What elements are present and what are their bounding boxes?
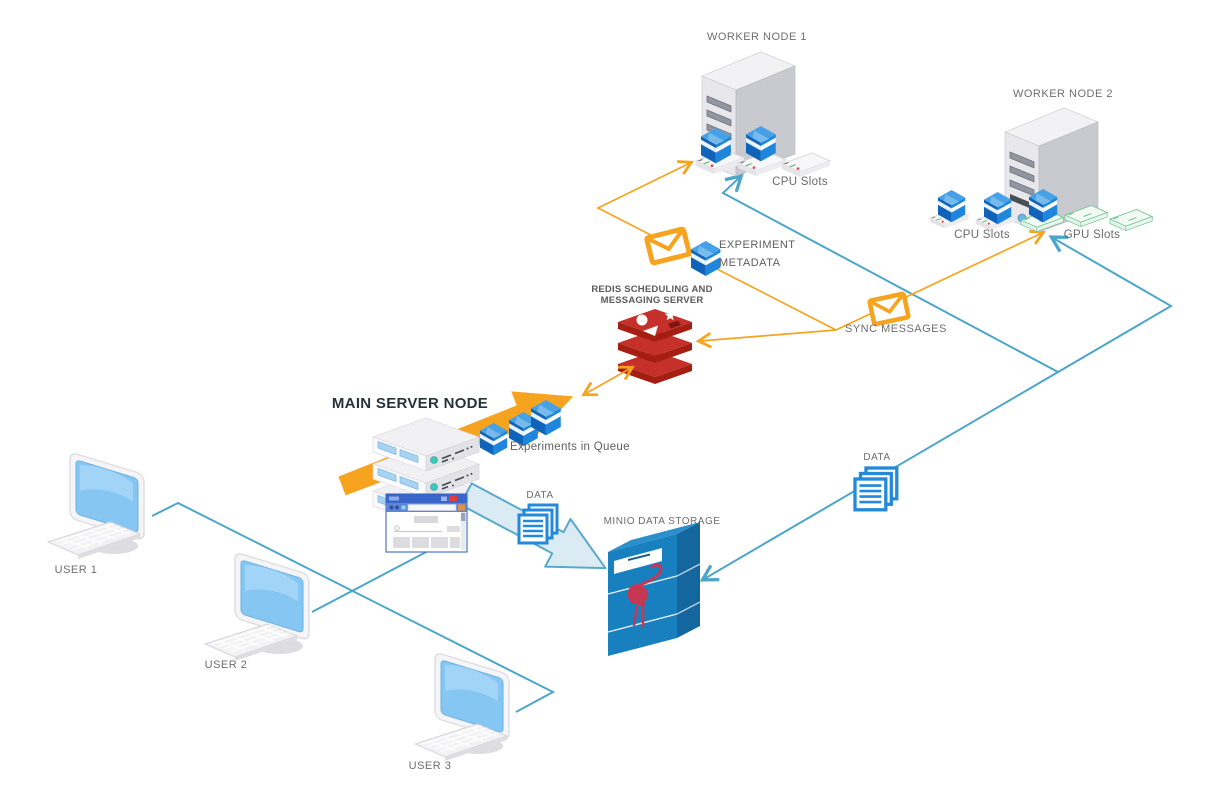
browser-window [385, 493, 468, 553]
metadata-cube-icon [691, 241, 721, 276]
sync-messages-label: SYNC MESSAGES [845, 323, 947, 335]
envelope-icon [646, 229, 689, 263]
experiment-metadata-icons [646, 229, 721, 276]
main-server-title: MAIN SERVER NODE [331, 395, 489, 412]
data-label-worker2: DATA [863, 452, 891, 463]
data-label-minio: DATA [526, 490, 554, 501]
minio-title: MINIO DATA STORAGE [603, 516, 721, 527]
line-redis-worker1 [596, 160, 837, 331]
data-documents-icon [853, 466, 899, 512]
redis-server [618, 309, 692, 384]
line-minio-worker2-data [699, 235, 1173, 582]
worker-node-1 [695, 51, 831, 178]
experiment-metadata-label: EXPERIMENT METADATA [719, 239, 796, 269]
minio-storage [607, 522, 701, 656]
user-1-label: USER 1 [54, 564, 98, 576]
queue-redis-arrow [581, 365, 635, 397]
user-2-label: USER 2 [204, 659, 248, 671]
line-user1-user3 [151, 501, 556, 713]
data-documents-icon [517, 503, 559, 545]
worker-node-2-title: WORKER NODE 2 [1012, 88, 1114, 100]
line-user2-mainserver [311, 549, 431, 613]
user-2-computer [204, 551, 310, 662]
redis-title: REDIS SCHEDULING AND MESSAGING SERVER [591, 284, 713, 306]
minio-flamingo-logo [627, 563, 663, 629]
worker-node-2 [929, 107, 1153, 233]
redis-logo-shapes [636, 310, 681, 336]
line-junction-redis [695, 329, 837, 349]
worker2-gpu-slots-label: GPU Slots [1063, 229, 1121, 241]
gpu-slot-empty [1109, 208, 1153, 232]
worker1-cpu-slots-label: CPU Slots [772, 176, 828, 188]
browser-close-icon [449, 495, 457, 502]
worker2-cpu-slots-label: CPU Slots [954, 229, 1010, 241]
user-1-computer [47, 451, 145, 560]
line-junction-worker2 [835, 229, 1046, 331]
experiments-in-queue-label: Experiments in Queue [510, 441, 630, 453]
cpu-slot-empty [781, 152, 831, 178]
user-3-label: USER 3 [408, 760, 452, 772]
user-3-computer [414, 651, 510, 762]
sync-envelope-icon [869, 294, 908, 325]
worker-node-1-title: WORKER NODE 1 [706, 31, 808, 43]
